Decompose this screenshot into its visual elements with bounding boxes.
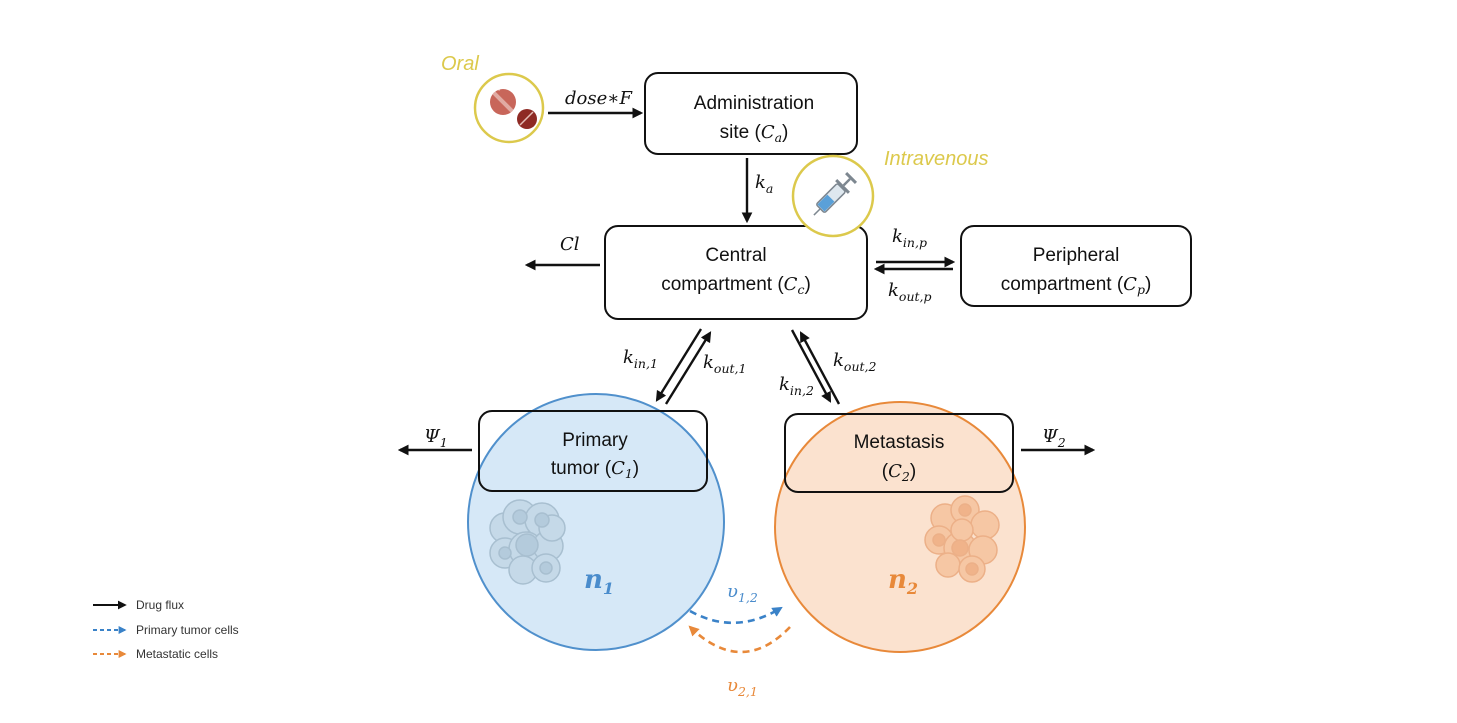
n1-label: n1 xyxy=(584,565,614,598)
primary-tumor-cells-icon xyxy=(489,499,566,585)
metastasis-box xyxy=(784,413,1014,493)
administration-site-box xyxy=(644,72,858,155)
kout-1-arrow xyxy=(664,331,712,405)
psi-2-label: Ψ2 xyxy=(1042,426,1066,450)
dose-label: dose∗F xyxy=(565,88,633,109)
legend: Drug flux Primary tumor cells Metastatic… xyxy=(93,598,239,661)
v12-label: υ1,2 xyxy=(727,581,758,605)
primary-tumor-label-line2: tumor (C1) xyxy=(551,458,639,481)
primary-tumor-circle xyxy=(467,393,725,651)
kin-p-label: kin,p xyxy=(892,226,927,250)
migration-primary-to-metastasis xyxy=(689,606,783,625)
ka-label: ka xyxy=(755,172,773,196)
metastasis-label-line2: (C2) xyxy=(882,461,916,484)
kout-2-label: kout,2 xyxy=(833,350,876,374)
pill-icon xyxy=(485,87,537,129)
peripheral-label-line2: compartment (Cp) xyxy=(1001,274,1152,297)
kin-1-arrow xyxy=(655,328,703,402)
primary-tumor-box xyxy=(478,410,708,492)
primary-tumor-label-line1: Primary xyxy=(562,430,628,451)
metastatic-cells-icon xyxy=(924,495,1000,583)
kin-2-label: kin,2 xyxy=(779,374,814,398)
administration-label-line1: Administration xyxy=(694,93,814,114)
kout-1-label: kout,1 xyxy=(703,352,746,376)
kin-1-label: kin,1 xyxy=(623,347,658,371)
v21-label: υ2,1 xyxy=(727,675,758,699)
migration-metastasis-to-primary xyxy=(688,625,791,654)
peripheral-label-line1: Peripheral xyxy=(1033,245,1120,266)
n2-label: n2 xyxy=(888,565,918,598)
oral-route-label: Oral xyxy=(441,53,479,75)
peripheral-compartment-box xyxy=(960,225,1192,307)
legend-drug-flux-label: Drug flux xyxy=(136,598,184,612)
kout-p-label: kout,p xyxy=(888,280,932,304)
metastasis-circle xyxy=(774,401,1026,653)
administration-label-line2: site (Ca) xyxy=(720,122,789,145)
legend-metastatic-cells-label: Metastatic cells xyxy=(136,647,218,661)
central-label-line1: Central xyxy=(705,245,766,266)
central-compartment-box xyxy=(604,225,868,320)
metastasis-label-line1: Metastasis xyxy=(854,432,945,453)
intravenous-route-label: Intravenous xyxy=(884,148,989,170)
psi-1-label: Ψ1 xyxy=(424,426,448,450)
kin-2-arrow xyxy=(790,329,832,403)
kout-2-arrow xyxy=(799,331,841,405)
syringe-icon xyxy=(813,171,858,216)
cl-label: Cl xyxy=(560,234,580,255)
legend-primary-cells-label: Primary tumor cells xyxy=(136,623,239,637)
central-label-line2: compartment (Cc) xyxy=(661,274,811,297)
